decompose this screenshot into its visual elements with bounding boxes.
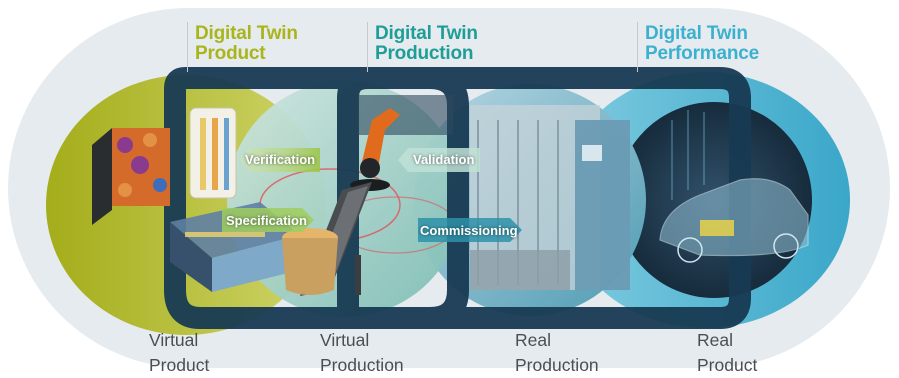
stage-real-product-line1: Real: [697, 330, 733, 350]
stage-real-production-line2: Production: [515, 355, 599, 375]
header-divider-performance: [637, 22, 638, 72]
stage-virtual-product-line1: Virtual: [149, 330, 199, 350]
header-divider-product: [187, 22, 188, 72]
header-production-line1: Digital Twin: [375, 23, 478, 44]
header-production-line2: Production: [375, 43, 474, 64]
stage-virtual-production-line2: Production: [320, 355, 404, 375]
robot-arm-icon: [350, 95, 453, 191]
header-performance-line1: Digital Twin: [645, 23, 748, 44]
stage-real-product: Real Product: [697, 328, 757, 378]
verification-arrow: [240, 148, 320, 172]
header-digital-twin-product: Digital Twin Product: [195, 24, 298, 64]
header-performance-line2: Performance: [645, 43, 759, 64]
conveyor-icon: [282, 182, 372, 296]
step-commissioning: Commissioning: [420, 223, 518, 238]
specification-arrow: [222, 208, 314, 232]
stage-virtual-product-line2: Product: [149, 355, 210, 375]
car-icon: [659, 110, 809, 263]
factory-machine-icon: [470, 105, 630, 290]
stage-virtual-production: Virtual Production: [320, 328, 404, 378]
header-digital-twin-performance: Digital Twin Performance: [645, 24, 759, 64]
step-verification: Verification: [245, 152, 316, 167]
header-product-line1: Digital Twin: [195, 23, 298, 44]
header-divider-production: [367, 22, 368, 72]
battery-pack-icon: [92, 107, 300, 292]
step-specification: Specification: [226, 213, 307, 228]
step-validation: Validation: [413, 152, 475, 167]
stage-virtual-production-line1: Virtual: [320, 330, 370, 350]
header-product-line2: Product: [195, 43, 266, 64]
commissioning-arrow: [418, 218, 522, 242]
stage-real-production: Real Production: [515, 328, 599, 378]
stage-virtual-product: Virtual Product: [149, 328, 209, 378]
validation-arrow: [398, 148, 480, 172]
stage-real-production-line1: Real: [515, 330, 551, 350]
loop-ribbon: [164, 67, 751, 329]
stage-real-product-line2: Product: [697, 355, 758, 375]
header-digital-twin-production: Digital Twin Production: [375, 24, 478, 64]
